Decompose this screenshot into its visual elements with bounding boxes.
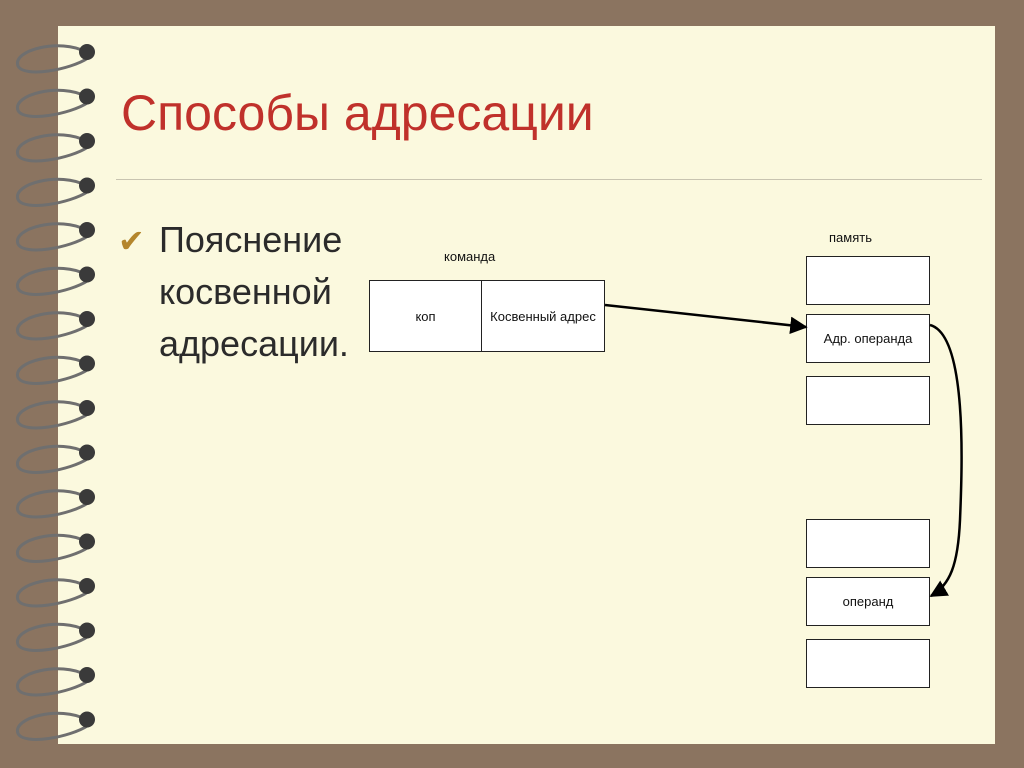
title-divider xyxy=(116,179,982,180)
spiral-ring xyxy=(16,400,89,430)
spiral-ring xyxy=(16,177,89,207)
spiral-hole xyxy=(79,622,95,639)
spiral-hole xyxy=(79,533,95,550)
memory-cell xyxy=(806,256,930,305)
bullet-line: косвенной xyxy=(159,271,332,312)
memory-cell-operand-address: Адр. операнда xyxy=(806,314,930,363)
bullet-text: Пояснение косвенной адресации. xyxy=(159,214,399,370)
spiral-hole xyxy=(79,88,95,105)
spiral-ring xyxy=(16,44,89,74)
memory-cell xyxy=(806,519,930,568)
memory-label: память xyxy=(829,230,872,245)
spiral-hole xyxy=(79,355,95,372)
memory-cell-operand: операнд xyxy=(806,577,930,626)
spiral-ring xyxy=(16,88,89,118)
checkmark-icon: ✔ xyxy=(118,223,145,259)
spiral-binding-icon xyxy=(16,44,95,741)
spiral-hole xyxy=(79,133,95,149)
spiral-ring xyxy=(16,444,89,474)
spiral-ring xyxy=(16,667,89,697)
command-address-cell: Косвенный адрес xyxy=(481,280,605,352)
spiral-hole xyxy=(79,711,95,728)
bullet-line: адресации. xyxy=(159,323,349,364)
spiral-hole xyxy=(79,444,95,461)
spiral-hole xyxy=(79,266,95,283)
spiral-ring xyxy=(16,355,89,385)
memory-cell xyxy=(806,639,930,688)
spiral-hole xyxy=(79,400,95,416)
bullet-line: Пояснение xyxy=(159,219,343,260)
command-opcode-cell: коп xyxy=(369,280,482,352)
spiral-hole xyxy=(79,177,95,194)
command-label: команда xyxy=(444,249,496,264)
spiral-hole xyxy=(79,667,95,683)
spiral-hole xyxy=(79,489,95,505)
spiral-ring xyxy=(16,266,89,296)
spiral-ring xyxy=(16,133,89,163)
slide-title: Способы адресации xyxy=(121,85,594,141)
spiral-ring xyxy=(16,622,89,652)
spiral-hole xyxy=(79,44,95,60)
spiral-hole xyxy=(79,222,95,238)
spiral-ring xyxy=(16,533,89,563)
spiral-hole xyxy=(79,578,95,594)
spiral-ring xyxy=(16,578,89,608)
memory-cell xyxy=(806,376,930,425)
spiral-ring xyxy=(16,489,89,519)
spiral-ring xyxy=(16,311,89,341)
spiral-ring xyxy=(16,711,89,741)
spiral-hole xyxy=(79,311,95,327)
spiral-ring xyxy=(16,222,89,252)
